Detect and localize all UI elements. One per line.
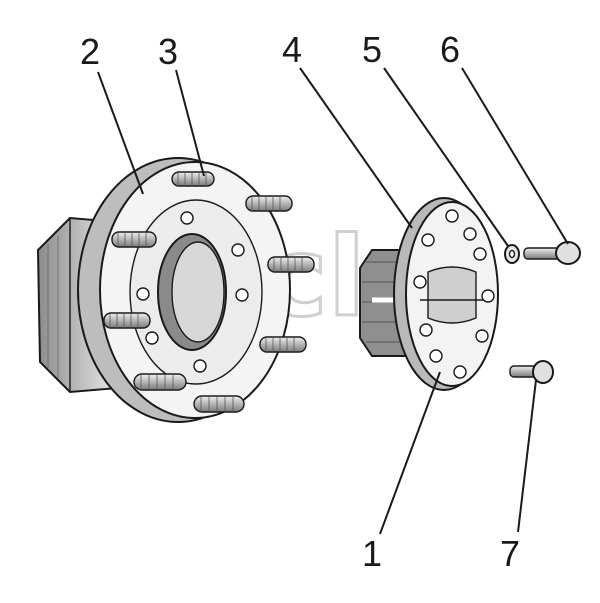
hub-bore-inner	[171, 241, 225, 343]
wheel-studs	[103, 171, 315, 413]
hub-bolt-hole	[193, 359, 207, 373]
short-bolt-head	[532, 360, 554, 384]
callout-7: 7	[500, 533, 520, 574]
wheel-stud	[245, 195, 293, 212]
wheel-stud	[267, 256, 315, 273]
leader-line-4	[299, 67, 413, 229]
callout-5: 5	[362, 29, 382, 70]
washer-hole	[508, 249, 516, 259]
washer	[504, 244, 520, 264]
hub-bolt-hole	[145, 331, 159, 345]
drive-flange-holes	[413, 209, 495, 379]
callouts: 2 3 4 5 6 1 7	[80, 29, 520, 574]
callout-6: 6	[440, 29, 460, 70]
wheel-stud	[193, 395, 245, 413]
drive-flange-hole	[475, 329, 489, 343]
wheel-stud	[259, 336, 307, 353]
drive-flange-hole	[429, 349, 443, 363]
drive-flange-hole	[463, 227, 477, 241]
hub-bolt-hole	[136, 287, 150, 301]
drive-flange-slot	[427, 266, 477, 324]
drive-flange	[359, 197, 499, 391]
leader-line-5	[383, 67, 509, 247]
hub-bolt-holes	[136, 211, 249, 373]
hub-boss-hatching	[47, 236, 59, 378]
callout-1: 1	[362, 533, 382, 574]
wheel-stud	[111, 231, 157, 248]
wheel-stud	[133, 373, 187, 391]
leader-line-3	[175, 69, 205, 177]
drive-flange-hole	[445, 209, 459, 223]
wheel-stud	[171, 171, 215, 187]
drive-flange-hole	[473, 247, 487, 261]
long-bolt	[523, 241, 581, 265]
drive-flange-hole	[413, 275, 427, 289]
leader-line-1	[379, 371, 441, 535]
callout-3: 3	[158, 31, 178, 72]
hub-assembly	[36, 157, 291, 423]
leader-line-6	[461, 67, 569, 245]
callout-4: 4	[282, 29, 302, 70]
leader-line-2	[97, 71, 144, 195]
drive-flange-hole	[419, 323, 433, 337]
drive-flange-hole	[481, 289, 495, 303]
leader-line-7	[517, 379, 537, 533]
long-bolt-head	[555, 241, 581, 265]
leader-lines	[97, 67, 569, 535]
hub-bolt-hole	[231, 243, 245, 257]
drive-flange-hole	[421, 233, 435, 247]
short-bolt	[509, 360, 554, 384]
hub-bolt-hole	[180, 211, 194, 225]
wheel-stud	[103, 312, 151, 329]
drive-flange-hole	[453, 365, 467, 379]
callout-2: 2	[80, 31, 100, 72]
hub-bolt-hole	[235, 288, 249, 302]
